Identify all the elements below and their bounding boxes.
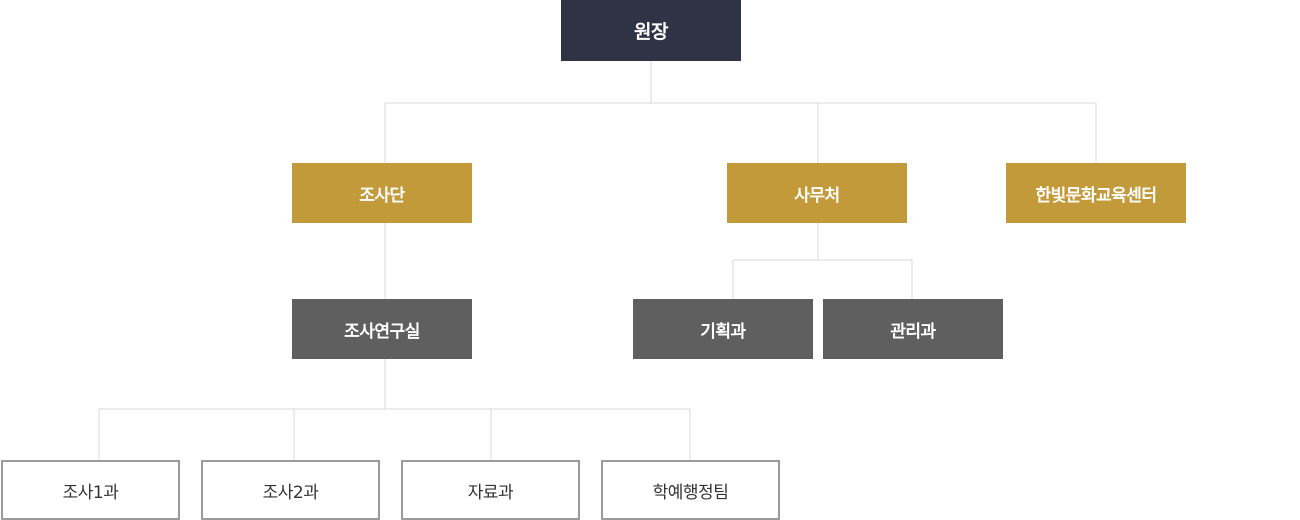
survey-team-label: 조사단 [359,185,405,206]
academic-admin-box: 학예행정팀 [601,460,780,520]
management-box: 관리과 [823,299,1003,359]
survey1-label: 조사1과 [62,482,119,503]
research-office-label: 조사연구실 [344,321,420,342]
materials-label: 자료과 [467,482,514,503]
secretariat-label: 사무처 [794,185,840,206]
education-center-box: 한빛문화교육센터 [1006,163,1186,223]
survey2-label: 조사2과 [262,482,319,503]
planning-label: 기획과 [700,321,746,342]
secretariat-box: 사무처 [727,163,907,223]
director-box: 원장 [561,0,741,61]
materials-box: 자료과 [401,460,580,520]
survey2-box: 조사2과 [201,460,380,520]
academic-admin-label: 학예행정팀 [652,482,729,503]
research-office-box: 조사연구실 [292,299,472,359]
survey-team-box: 조사단 [292,163,472,223]
director-label: 원장 [634,21,668,43]
management-label: 관리과 [890,321,936,342]
education-center-label: 한빛문화교육센터 [1035,185,1157,206]
planning-box: 기획과 [633,299,813,359]
survey1-box: 조사1과 [1,460,180,520]
